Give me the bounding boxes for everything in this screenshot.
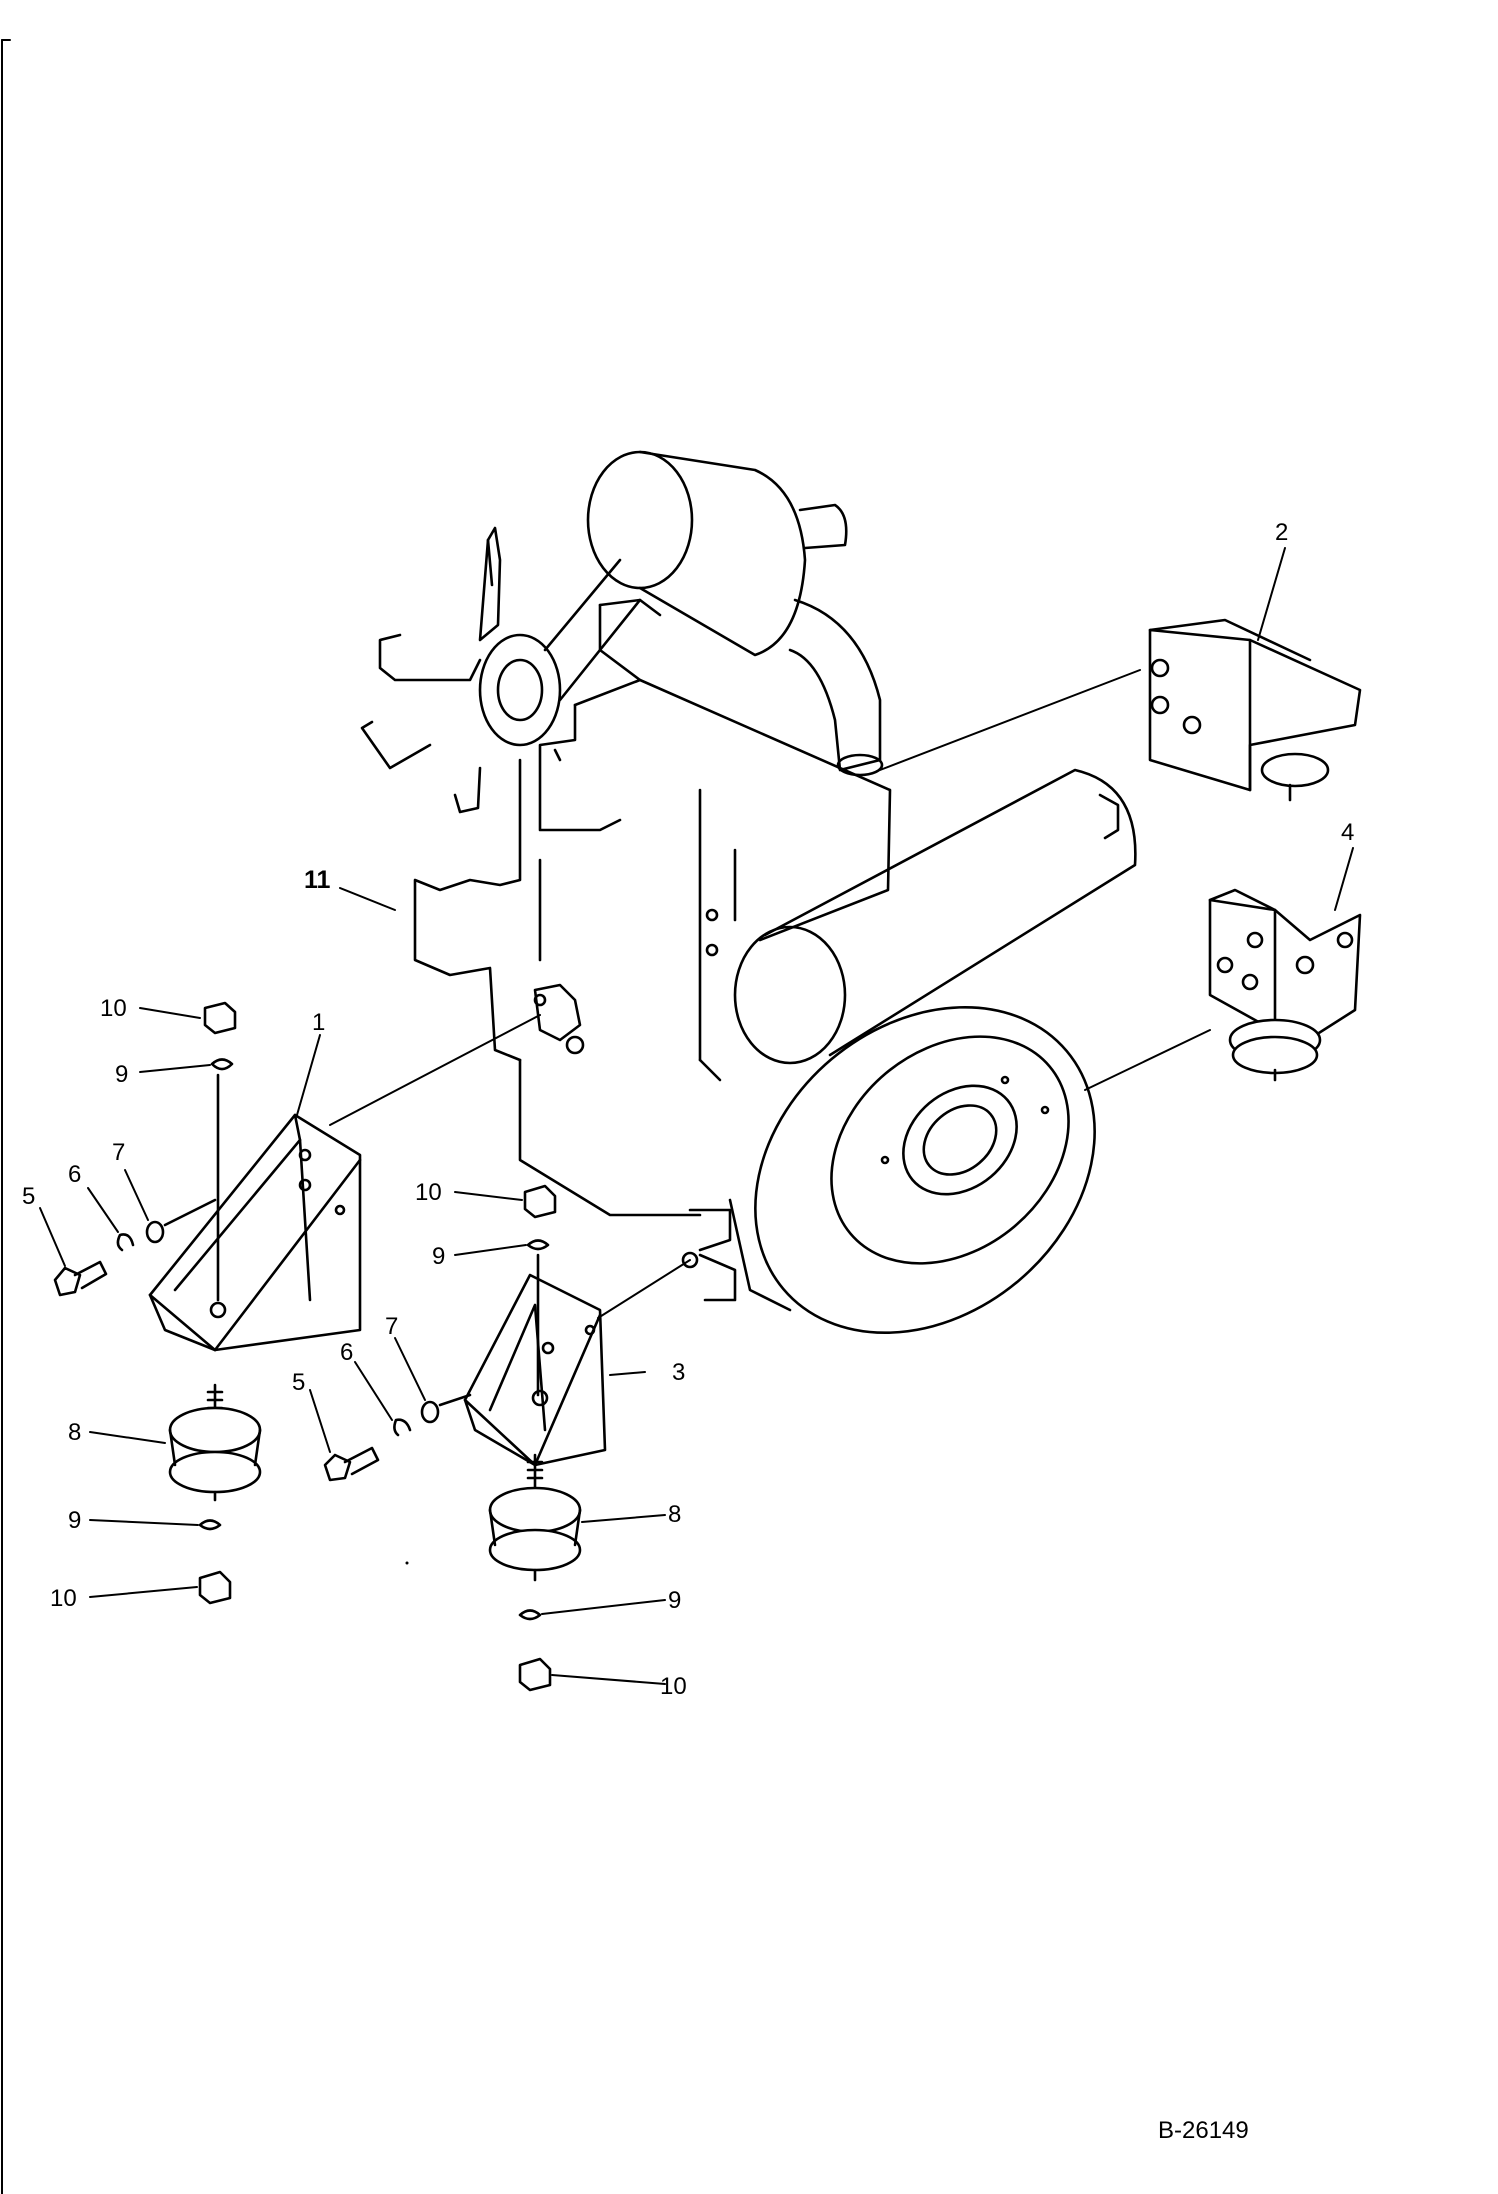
- hardware-left: [53, 1001, 237, 1605]
- callout-9: 9: [432, 1243, 445, 1270]
- muffler: [733, 768, 1137, 1065]
- callout-10: 10: [50, 1585, 77, 1612]
- engine-drawing: [360, 450, 1137, 1335]
- callout-11: 11: [304, 866, 331, 894]
- callout-3: 3: [672, 1359, 685, 1386]
- callout-1: 1: [312, 1009, 325, 1036]
- drawing-number: B-26149: [1158, 2117, 1249, 2144]
- callout-labels: 11 2 4 1 3 10 9 7 6 5 8 9 10 10 9 7 6 5 …: [22, 519, 1354, 1700]
- callout-7: 7: [112, 1139, 125, 1166]
- flywheel-housing: [681, 1005, 1096, 1335]
- cooling-fan: [360, 526, 562, 814]
- mount-bracket-1: [148, 1113, 362, 1352]
- callout-10: 10: [415, 1179, 442, 1206]
- leader-lines: [39, 547, 1354, 1685]
- mount-bracket-2: [1148, 618, 1362, 802]
- stray-dot: [405, 1561, 409, 1565]
- callout-6: 6: [68, 1161, 81, 1188]
- mount-bracket-4: [1208, 888, 1362, 1082]
- mount-bracket-3: [463, 1273, 607, 1467]
- callout-9: 9: [115, 1061, 128, 1088]
- callout-2: 2: [1275, 519, 1288, 546]
- callout-8: 8: [68, 1419, 81, 1446]
- page-frame: [1, 39, 11, 2194]
- engine-block: [413, 598, 892, 1217]
- callout-7: 7: [385, 1313, 398, 1340]
- callout-5: 5: [292, 1369, 305, 1396]
- hardware-right: [323, 1184, 557, 1692]
- callout-9: 9: [668, 1587, 681, 1614]
- air-cleaner: [586, 450, 884, 777]
- rubber-mount-left: [168, 1383, 262, 1502]
- alignment-lines: [329, 669, 1211, 1319]
- callout-10: 10: [660, 1673, 687, 1700]
- rubber-mount-right: [488, 1453, 582, 1582]
- callout-6: 6: [340, 1339, 353, 1366]
- callout-4: 4: [1341, 819, 1354, 846]
- callout-8: 8: [668, 1501, 681, 1528]
- callout-5: 5: [22, 1183, 35, 1210]
- callout-9: 9: [68, 1507, 81, 1534]
- callout-10: 10: [100, 995, 127, 1022]
